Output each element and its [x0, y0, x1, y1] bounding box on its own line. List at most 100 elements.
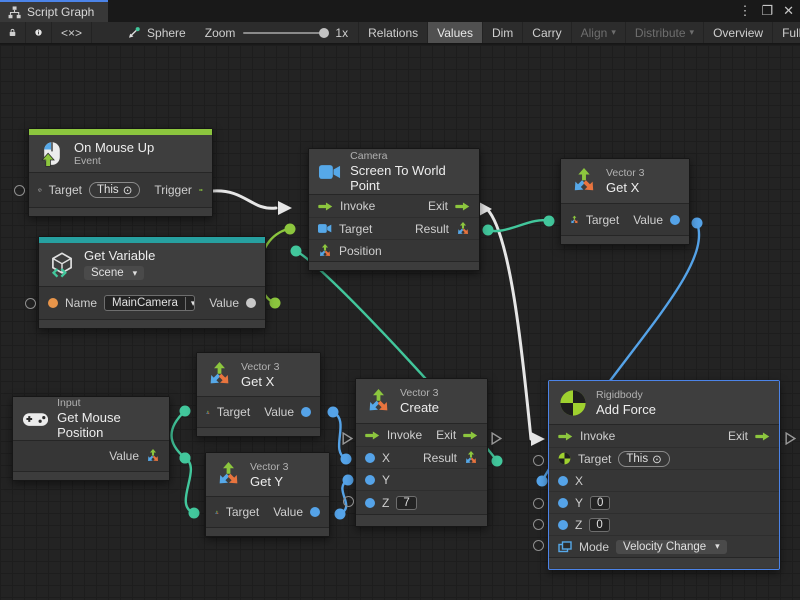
- lock-button[interactable]: [0, 22, 26, 43]
- port-target-external[interactable]: [533, 455, 544, 466]
- port-z-external[interactable]: [343, 496, 354, 507]
- enum-icon[interactable]: [558, 540, 572, 553]
- vector3-icon[interactable]: [570, 213, 579, 227]
- flow-arrow-icon[interactable]: [455, 201, 470, 211]
- variable-scope-dropdown[interactable]: Scene ▾: [84, 266, 145, 280]
- vector3-icon[interactable]: [215, 506, 219, 519]
- dim-button[interactable]: Dim: [483, 22, 524, 43]
- y-value-field[interactable]: 0: [590, 495, 611, 510]
- distribute-button[interactable]: Distribute▾: [626, 22, 705, 43]
- flow-arrow-icon[interactable]: [198, 185, 203, 195]
- gameobject-icon: [38, 188, 42, 192]
- port-value-output[interactable]: [670, 214, 680, 225]
- chevron-down-icon: ▾: [184, 296, 194, 310]
- port-name-input[interactable]: [48, 298, 58, 308]
- force-mode-dropdown[interactable]: Velocity Change ▾: [616, 539, 727, 554]
- port-x-input[interactable]: [365, 452, 375, 463]
- vector3-icon[interactable]: [318, 243, 332, 258]
- port-mode-external[interactable]: [533, 540, 544, 551]
- port-z-input[interactable]: [365, 497, 375, 508]
- port-name-external[interactable]: [25, 298, 36, 309]
- node-get-x-mid[interactable]: Vector 3 Get X Target Value: [196, 352, 321, 437]
- port-value-output[interactable]: [246, 298, 256, 308]
- relations-button[interactable]: Relations: [358, 22, 429, 43]
- flow-arrow-icon[interactable]: [463, 430, 478, 440]
- flow-arrow-icon[interactable]: [558, 431, 573, 441]
- node-subtitle: Event: [74, 154, 101, 167]
- wire-camera.exit-to-add-force.invoke[interactable]: [485, 207, 533, 441]
- port-value-output[interactable]: [310, 507, 320, 517]
- graph-owner-button[interactable]: Sphere: [118, 22, 195, 43]
- vector3-icon[interactable]: [206, 406, 210, 419]
- wire-port-dot[interactable]: [290, 245, 302, 257]
- z-value-field[interactable]: 7: [396, 495, 417, 510]
- node-get-variable[interactable]: Get Variable Scene ▾ Name MainCamera ▾ V…: [25, 236, 266, 329]
- vector3-icon: [210, 362, 229, 384]
- invoke-label: Invoke: [340, 199, 376, 213]
- zoom-slider[interactable]: [243, 27, 330, 38]
- rigidbody-icon[interactable]: [558, 452, 571, 465]
- node-on-mouse-up[interactable]: On Mouse Up Event Target This ⊙ Trigger: [14, 128, 213, 217]
- align-button[interactable]: Align▾: [572, 22, 626, 43]
- full-screen-button[interactable]: Full Screen: [782, 25, 800, 40]
- vector3-icon[interactable]: [456, 221, 470, 236]
- node-add-force[interactable]: Rigidbody Add Force Invoke Exit Target T…: [533, 380, 796, 570]
- window-maximize-icon[interactable]: ❐: [761, 3, 774, 18]
- node-footer: [29, 207, 212, 216]
- port-z-external[interactable]: [533, 519, 544, 530]
- node-get-x-top[interactable]: Vector 3 Get X Target Value: [560, 158, 690, 245]
- port-exit-external[interactable]: [785, 432, 796, 445]
- port-x-input[interactable]: [558, 475, 568, 486]
- node-get-y[interactable]: Vector 3 Get Y Target Value: [205, 452, 330, 537]
- vector3-icon[interactable]: [146, 449, 160, 463]
- z-value-field[interactable]: 0: [589, 517, 610, 532]
- wire-on-mouse-up.trigger-to-camera.invoke[interactable]: [211, 189, 278, 210]
- camera-icon[interactable]: [318, 223, 332, 234]
- port-y-input[interactable]: [558, 497, 568, 508]
- node-get-mouse-position[interactable]: Input Get Mouse Position Value: [12, 396, 170, 481]
- port-z-input[interactable]: [558, 519, 568, 530]
- wire-port-dot[interactable]: [334, 508, 346, 520]
- wire-port-dot[interactable]: [179, 452, 191, 464]
- port-on-mouse-up-external[interactable]: [14, 185, 25, 196]
- wire-port-dot[interactable]: [179, 405, 191, 417]
- window-close-icon[interactable]: ✕: [783, 3, 794, 18]
- carry-button[interactable]: Carry: [523, 22, 572, 43]
- window-menu-icon[interactable]: ⋮: [738, 3, 752, 18]
- wire-port-dot[interactable]: [269, 297, 281, 309]
- wire-port-dot[interactable]: [691, 217, 703, 229]
- flow-arrow-icon[interactable]: [365, 430, 380, 440]
- mode-label: Mode: [579, 539, 610, 554]
- code-view-button[interactable]: <×>: [52, 22, 93, 43]
- graph-canvas[interactable]: On Mouse Up Event Target This ⊙ Trigger: [0, 45, 800, 600]
- inspect-button[interactable]: [26, 22, 52, 43]
- wire-port-dot[interactable]: [327, 406, 339, 418]
- values-button[interactable]: Values: [428, 22, 483, 43]
- wire-port-dot[interactable]: [284, 223, 296, 235]
- this-chip[interactable]: This ⊙: [618, 450, 670, 467]
- port-exit-external[interactable]: [491, 432, 502, 445]
- wire-port-dot[interactable]: [342, 474, 354, 486]
- wire-port-dot[interactable]: [491, 455, 503, 467]
- tab-script-graph[interactable]: Script Graph: [0, 0, 109, 22]
- this-chip[interactable]: This ⊙: [88, 182, 141, 198]
- flow-arrow-icon[interactable]: [318, 201, 333, 211]
- flow-arrow-icon[interactable]: [755, 431, 770, 441]
- wire-port-dot[interactable]: [536, 475, 548, 487]
- wire-port-dot[interactable]: [482, 224, 494, 236]
- vector3-icon[interactable]: [464, 450, 478, 465]
- node-vector3-create[interactable]: Vector 3 Create Invoke Exit X Result Y: [342, 378, 502, 527]
- wire-port-dot[interactable]: [543, 215, 555, 227]
- wire-port-dot[interactable]: [340, 453, 352, 465]
- port-y-external[interactable]: [533, 498, 544, 509]
- wire-port-dot[interactable]: [188, 507, 200, 519]
- port-y-input[interactable]: [365, 474, 375, 485]
- port-value-output[interactable]: [301, 407, 311, 417]
- wire-get-mouse-position.value-to-get-y.target[interactable]: [183, 456, 196, 515]
- variable-name-dropdown[interactable]: MainCamera ▾: [104, 295, 196, 311]
- overview-button[interactable]: Overview: [704, 22, 774, 43]
- node-screen-to-world-point[interactable]: Camera Screen To World Point Invoke Exit…: [308, 148, 480, 271]
- zoom-slider-handle[interactable]: [319, 27, 330, 38]
- wire-get-mouse-position.value-to-get-x-mid.target[interactable]: [170, 409, 187, 460]
- port-invoke-external[interactable]: [342, 432, 353, 445]
